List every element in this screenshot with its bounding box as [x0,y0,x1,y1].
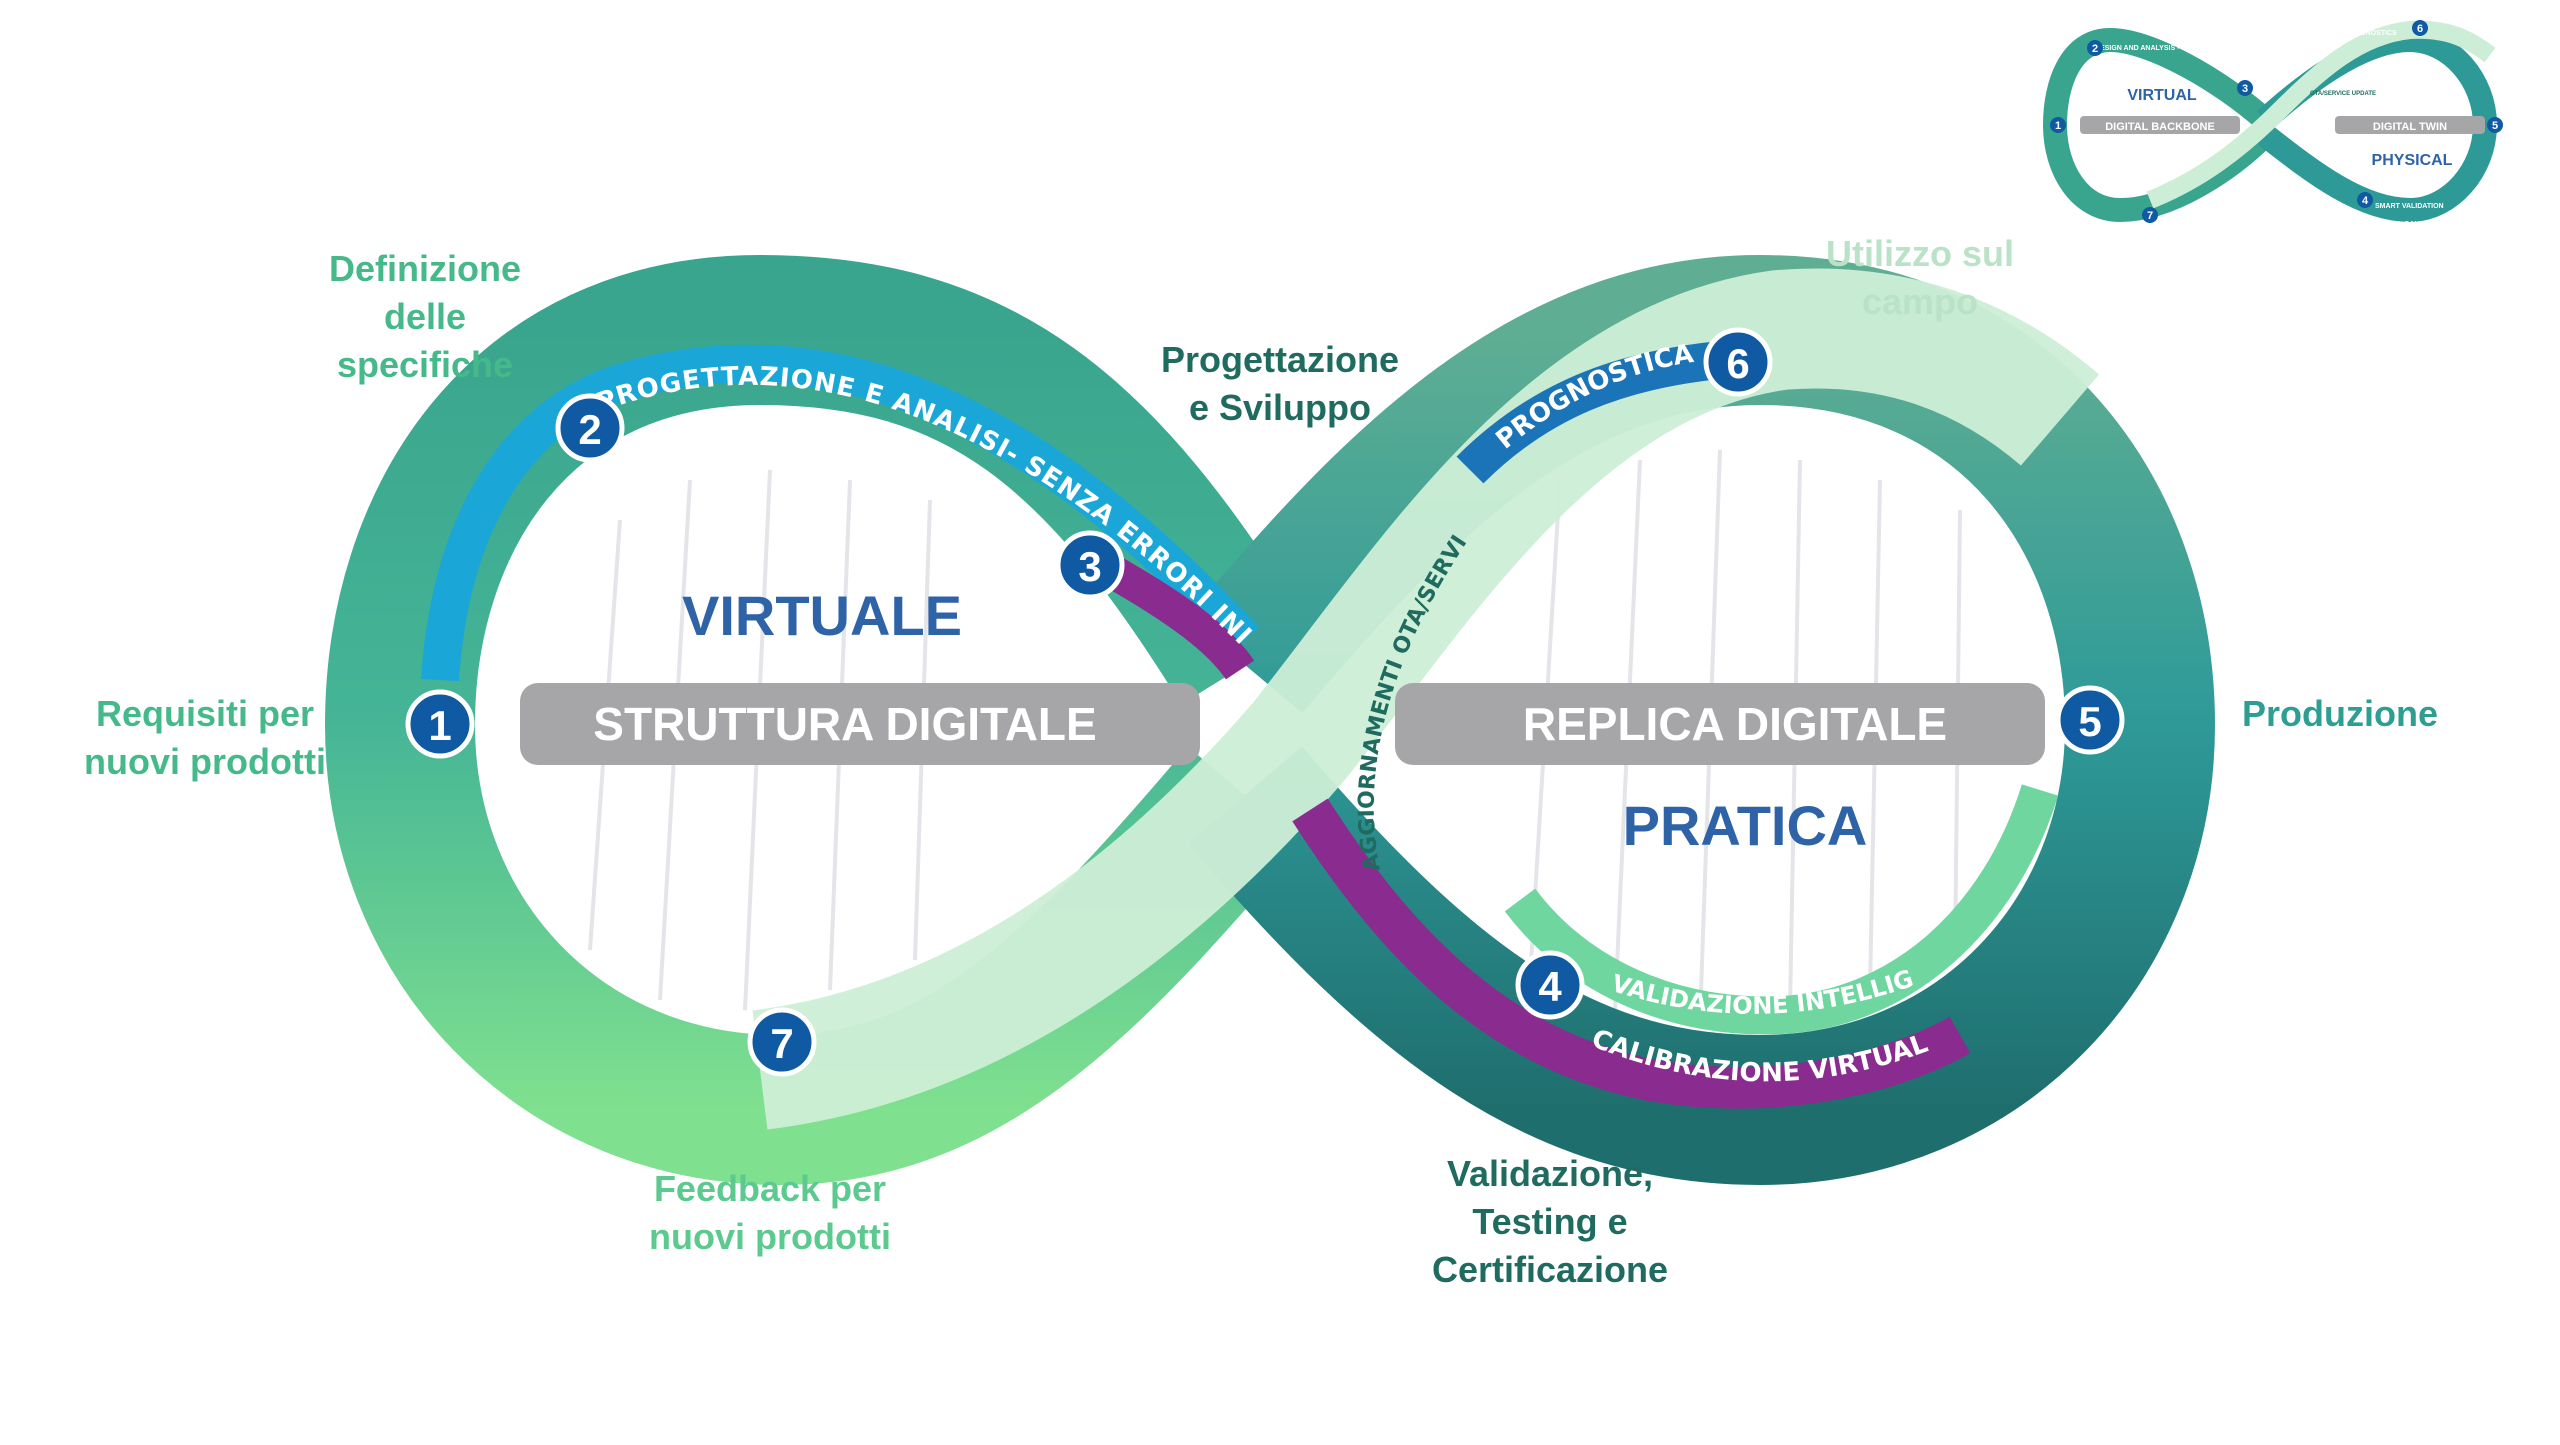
svg-text:CALIBRAZIONE VIRTUALE: CALIBRAZIONE VIRTUALE [0,0,1932,1088]
step-marker-5: 5 [2055,685,2125,755]
calibration-ribbon [1292,798,1971,1109]
step-number: 1 [428,702,451,749]
design-ribbon [421,344,1259,682]
step-marker-2: 2 [555,393,625,463]
ota-ribbon [751,268,2100,1130]
thumb-calibration: VIRTUAL CALIBRATION [2372,221,2452,228]
label-definizione: Definizione delle specifiche [328,248,521,385]
step-marker-1: 1 [405,689,475,759]
thumb-design: DESIGN AND ANALYSIS - RIGHT FIRST TIME [2095,45,2244,52]
step-marker-6: 6 [1703,327,1773,397]
left-bar-text: STRUTTURA DIGITALE [593,698,1096,750]
purple-ribbon-upper [1101,555,1255,680]
thumb-step: 2 [2092,43,2098,55]
virtuale-word: VIRTUALE [682,584,962,647]
step-number: 6 [1726,340,1749,387]
thumb-ota: OTA/SERVICE UPDATE [2310,91,2376,97]
thumb-physical: PHYSICAL [2372,152,2453,169]
thumb-step: 5 [2492,120,2498,132]
thumb-prognostics: PROGNOSTICS [2345,30,2397,37]
thumb-virtual: VIRTUAL [2127,87,2197,104]
thumb-twin: DIGITAL TWIN [2373,121,2447,133]
thumb-backbone: DIGITAL BACKBONE [2105,121,2215,133]
svg-text:VALIDAZIONE INTELLIGENTE: VALIDAZIONE INTELLIGENTE [0,0,1917,1020]
thumb-step: 6 [2417,23,2423,35]
label-validazione: Validazione, Testing e Certificazione [1431,1153,1669,1290]
calibration-ribbon-text: CALIBRAZIONE VIRTUALE [0,0,1932,1088]
step-marker-7: 7 [747,1007,817,1077]
step-number: 4 [1538,963,1562,1010]
label-utilizzo: Utilizzo sul campo [1826,233,2014,322]
thumb-step: 7 [2147,210,2153,222]
label-feedback: Feedback per nuovi prodotti [649,1168,891,1257]
pratica-word: PRATICA [1623,794,1868,857]
validation-ribbon-text: VALIDAZIONE INTELLIGENTE [0,0,1917,1020]
step-number: 2 [578,406,601,453]
validation-ribbon [1504,784,2059,1035]
left-bar [520,683,1200,765]
step-number: 5 [2078,698,2101,745]
step-marker-3: 3 [1055,530,1125,600]
label-produzione: Produzione [2242,693,2438,734]
thumb-step: 3 [2242,83,2248,95]
right-bar [1395,683,2045,765]
label-requisiti: Requisiti per nuovi prodotti [84,693,326,782]
thumb-step: 4 [2362,195,2369,207]
step-number: 3 [1078,543,1101,590]
step-number: 7 [770,1020,793,1067]
thumb-step: 1 [2055,120,2061,132]
thumb-validation: SMART VALIDATION [2375,203,2444,210]
label-progettazione: Progettazione e Sviluppo [1160,339,1400,428]
step-marker-4: 4 [1515,950,1585,1020]
prognostics-ribbon [1456,341,1722,484]
right-bar-text: REPLICA DIGITALE [1523,698,1947,750]
thumbnail-diagram: VIRTUAL PHYSICAL DIGITAL BACKBONE DIGITA… [2042,20,2503,228]
